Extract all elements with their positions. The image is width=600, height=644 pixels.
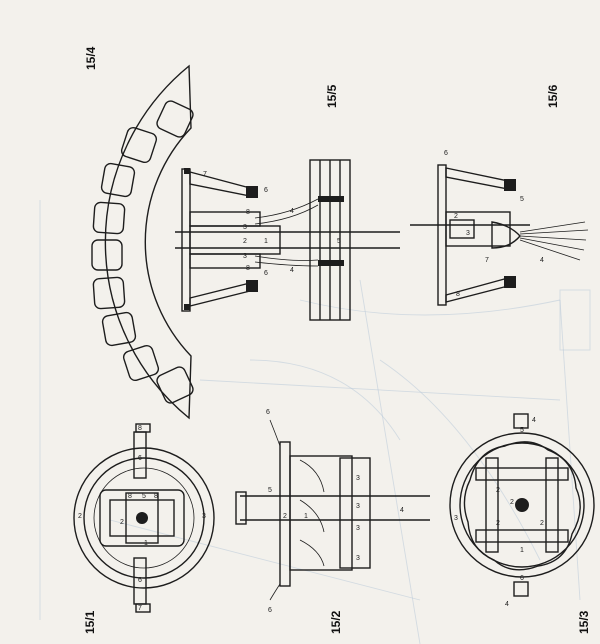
part-15-2-2: 2 <box>283 513 287 520</box>
figure-15-5: 7 6 8 3 2 1 3 8 6 4 4 5 15/5 <box>175 84 400 321</box>
part-15-6-4: 4 <box>540 257 544 264</box>
part-15-1-8a: 8 <box>128 493 132 500</box>
part-15-1-3: 3 <box>202 513 206 520</box>
part-15-5-6b: 6 <box>264 270 268 277</box>
part-15-5-7: 7 <box>203 171 207 178</box>
part-15-2-3c: 3 <box>356 525 360 532</box>
part-15-6-7: 7 <box>485 257 489 264</box>
part-15-2-3b: 3 <box>356 503 360 510</box>
part-15-1-2b: 2 <box>120 519 124 526</box>
part-15-3-1: 1 <box>520 547 524 554</box>
part-15-2-3a: 3 <box>356 475 360 482</box>
part-15-3-4a: 4 <box>532 417 536 424</box>
figure-label-15-4: 15/4 <box>84 46 98 70</box>
rope-coil <box>254 159 351 321</box>
figure-label-15-1: 15/1 <box>83 610 97 634</box>
part-15-6-5: 5 <box>520 196 524 203</box>
part-15-2-1: 1 <box>304 513 308 520</box>
part-15-5-4b: 4 <box>290 267 294 274</box>
part-15-5-3b: 3 <box>243 253 247 260</box>
part-15-1-6a: 6 <box>138 455 142 462</box>
figure-label-15-3: 15/3 <box>577 610 591 634</box>
part-15-1-7b: 7 <box>138 605 142 612</box>
rope-fan <box>519 221 589 261</box>
part-15-1-2: 2 <box>78 513 82 520</box>
figure-15-3: 4 5 3 2 2 2 2 1 6 4 15/3 <box>449 413 595 634</box>
part-15-1-1: 1 <box>144 540 148 547</box>
part-15-3-2c: 2 <box>496 520 500 527</box>
part-15-2-5: 5 <box>268 487 272 494</box>
part-15-2-6a: 6 <box>266 409 270 416</box>
figure-label-15-2: 15/2 <box>329 610 343 634</box>
part-15-1-5: 5 <box>142 493 146 500</box>
part-15-1-8b: 8 <box>154 493 158 500</box>
part-15-6-3: 3 <box>466 230 470 237</box>
part-15-3-5: 5 <box>520 427 524 434</box>
part-15-5-1: 1 <box>264 238 268 245</box>
part-15-3-6: 6 <box>520 575 524 582</box>
part-15-1-6b: 6 <box>138 577 142 584</box>
figure-15-2: 6 2 1 5 3 3 3 3 4 6 15/2 <box>235 409 430 634</box>
part-15-3-4b: 4 <box>505 601 509 608</box>
part-15-5-3a: 3 <box>243 224 247 231</box>
figure-label-15-5: 15/5 <box>325 84 339 108</box>
part-15-5-5: 5 <box>337 238 341 245</box>
part-15-5-2: 2 <box>243 238 247 245</box>
background-ghost-lines <box>39 200 591 644</box>
figure-15-6: 6 5 2 3 7 4 8 15/6 <box>410 84 589 306</box>
part-15-3-3: 3 <box>454 515 458 522</box>
part-15-3-2b: 2 <box>510 499 514 506</box>
figure-15-4: 15/4 <box>84 46 194 420</box>
part-15-5-4a: 4 <box>290 208 294 215</box>
part-15-2-4: 4 <box>400 507 404 514</box>
part-15-6-8: 8 <box>456 291 460 298</box>
part-15-5-8a: 8 <box>246 209 250 216</box>
part-15-3-2d: 2 <box>540 520 544 527</box>
figure-label-15-6: 15/6 <box>546 84 560 108</box>
part-15-2-6b: 6 <box>268 607 272 614</box>
part-15-6-6: 6 <box>444 150 448 157</box>
figure-15-1: 8 6 2 8 5 8 2 3 1 6 7 15/1 <box>73 423 215 634</box>
part-15-6-2: 2 <box>454 213 458 220</box>
part-15-5-8b: 8 <box>246 265 250 272</box>
part-15-1-7a: 8 <box>138 425 142 432</box>
part-15-5-6a: 6 <box>264 187 268 194</box>
segment-slots <box>91 100 194 404</box>
part-15-3-2a: 2 <box>496 487 500 494</box>
part-15-2-3d: 3 <box>356 555 360 562</box>
